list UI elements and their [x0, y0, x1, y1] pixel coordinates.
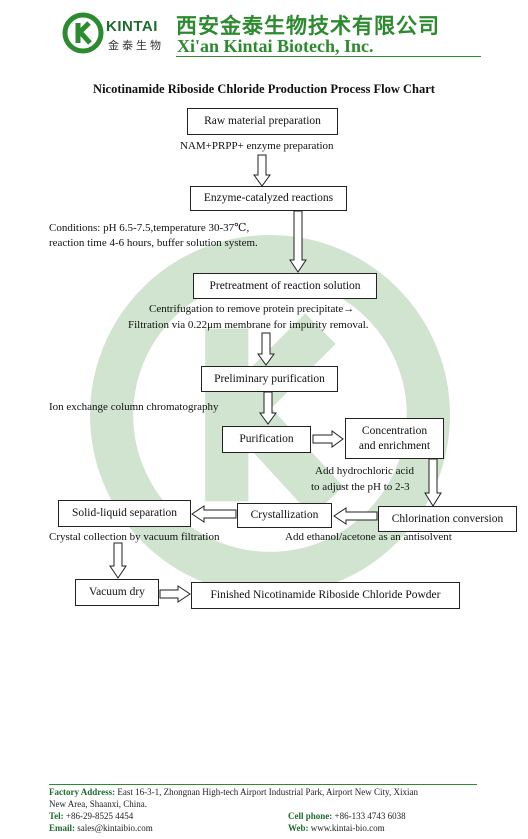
arrow-right-2	[159, 585, 191, 603]
watermark-logo	[90, 235, 450, 595]
note-centrifugation: Centrifugation to remove protein precipi…	[149, 303, 355, 315]
logo-chinese-text: 金泰生物	[108, 40, 164, 52]
company-name-chinese: 西安金泰生物技术有限公司	[176, 14, 440, 38]
kintai-logo-icon	[62, 12, 104, 54]
note-hcl-1: Add hydrochloric acid	[315, 465, 414, 477]
note-hcl-2: to adjust the pH to 2-3	[311, 481, 410, 493]
footer-cell: Cell phone: +86-133 4743 6038	[288, 811, 406, 821]
address-text-1: East 16-3-1, Zhongnan High-tech Airport …	[117, 787, 418, 797]
web-label: Web:	[288, 823, 309, 833]
step-raw-material: Raw material preparation	[187, 108, 338, 135]
note-conditions-2: reaction time 4-6 hours, buffer solution…	[49, 237, 258, 249]
step-finished-powder: Finished Nicotinamide Riboside Chloride …	[191, 582, 460, 609]
footer-email: Email: sales@kintaibio.com	[49, 823, 153, 833]
cell-label: Cell phone:	[288, 811, 333, 821]
concentration-line-2: and enrichment	[358, 439, 431, 452]
arrow-left-2	[191, 505, 237, 523]
step-concentration: Concentration and enrichment	[345, 418, 444, 459]
header-divider	[176, 56, 481, 57]
arrow-down-1	[253, 154, 271, 187]
note-antisolvent: Add ethanol/acetone as an antisolvent	[285, 531, 452, 543]
arrow-down-6	[109, 542, 127, 579]
cell-value: +86-133 4743 6038	[334, 811, 406, 821]
footer-tel: Tel: +86-29-8525 4454	[49, 811, 133, 821]
email-value[interactable]: sales@kintaibio.com	[77, 823, 153, 833]
address-label: Factory Address:	[49, 787, 116, 797]
step-preliminary-purification: Preliminary purification	[201, 366, 338, 392]
concentration-line-1: Concentration	[361, 425, 428, 438]
note-crystal-collection: Crystal collection by vacuum filtration	[49, 531, 220, 543]
arrow-down-4	[259, 391, 277, 425]
note-filtration: Filtration via 0.22μm membrane for impur…	[128, 319, 369, 331]
note-ion-exchange: Ion exchange column chromatography	[49, 401, 219, 413]
arrow-down-3	[257, 332, 275, 366]
step-purification: Purification	[222, 426, 311, 453]
step-vacuum-dry: Vacuum dry	[75, 579, 159, 606]
email-label: Email:	[49, 823, 75, 833]
tel-label: Tel:	[49, 811, 64, 821]
company-name-english: Xi'an Kintai Biotech, Inc.	[177, 36, 374, 56]
footer-address-line-2: New Area, Shaanxi, China.	[49, 799, 147, 809]
web-value[interactable]: www.kintai-bio.com	[310, 823, 385, 833]
footer-address-line-1: Factory Address: East 16-3-1, Zhongnan H…	[49, 787, 418, 797]
step-pretreatment: Pretreatment of reaction solution	[193, 273, 377, 299]
step-crystallization: Crystallization	[237, 503, 332, 528]
note-nam-prpp: NAM+PRPP+ enzyme preparation	[180, 140, 334, 152]
footer-web: Web: www.kintai-bio.com	[288, 823, 385, 833]
arrow-down-2	[289, 210, 307, 273]
arrow-right-1	[312, 430, 344, 448]
arrow-down-5	[424, 458, 442, 507]
footer-divider	[49, 784, 477, 785]
page-title: Nicotinamide Riboside Chloride Productio…	[93, 82, 435, 96]
tel-value: +86-29-8525 4454	[65, 811, 134, 821]
step-solid-liquid-separation: Solid-liquid separation	[58, 500, 191, 527]
step-chlorination: Chlorination conversion	[378, 506, 517, 532]
logo-text: KINTAI	[106, 18, 158, 35]
note-conditions-1: Conditions: pH 6.5-7.5,temperature 30-37…	[49, 222, 250, 234]
arrow-left-1	[333, 507, 378, 525]
step-enzyme-reactions: Enzyme-catalyzed reactions	[190, 186, 347, 211]
